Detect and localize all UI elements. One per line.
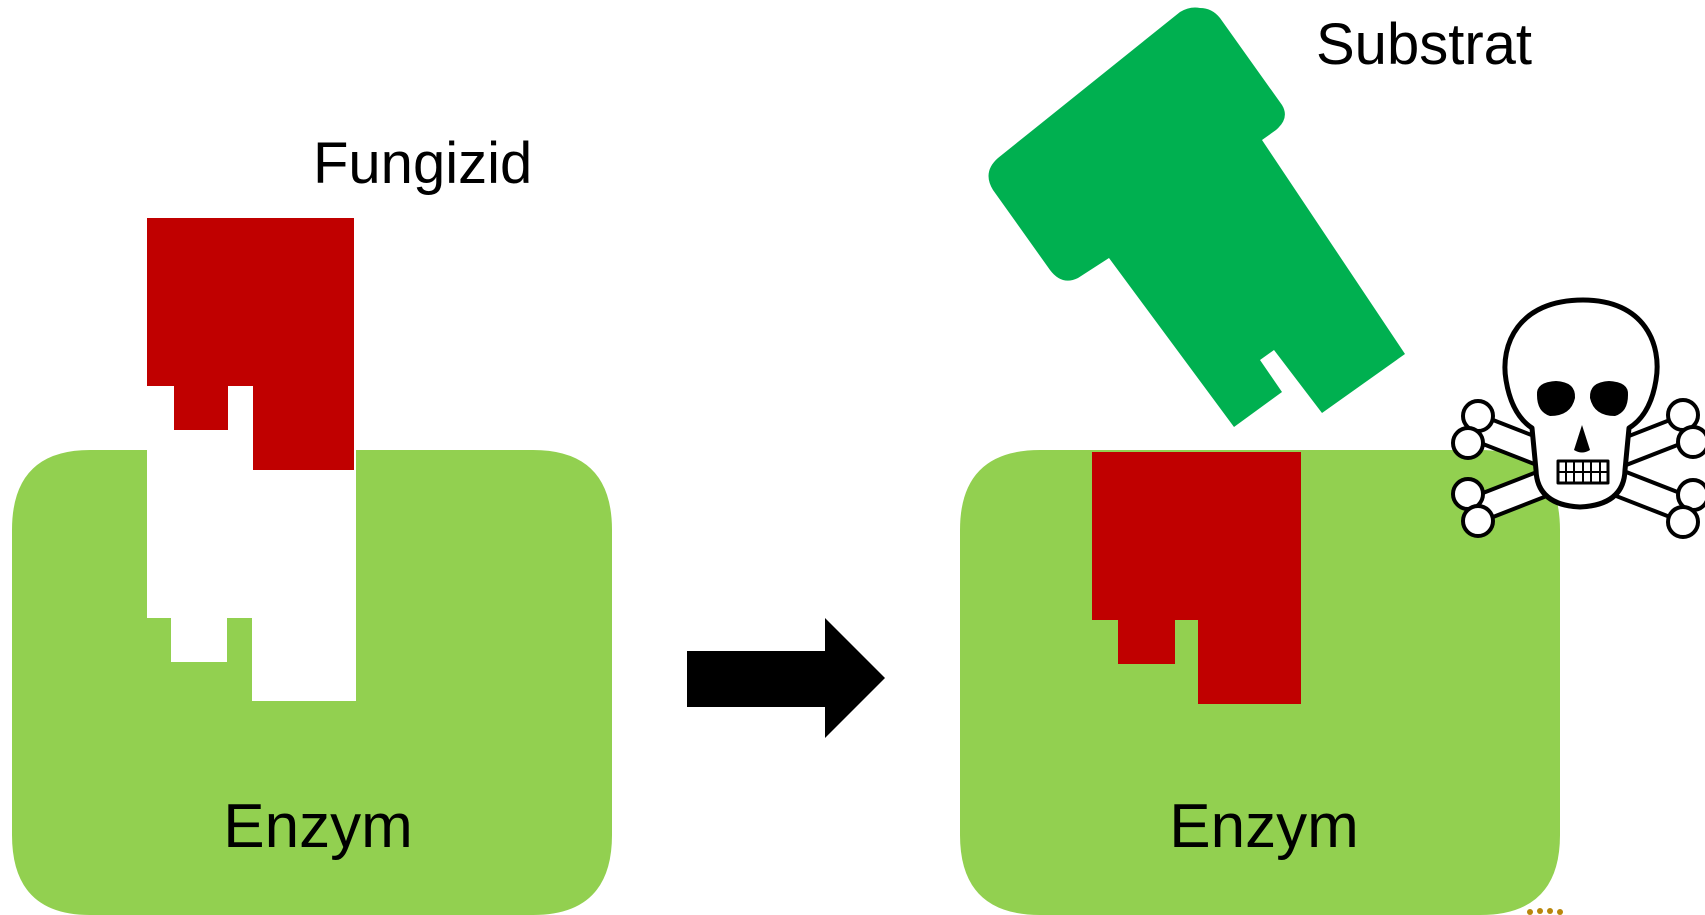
- enzyme-left: [12, 450, 612, 915]
- substrate: [988, 7, 1405, 427]
- fungicide-bound: [1092, 452, 1301, 704]
- enzyme-label-left: Enzym: [223, 792, 412, 861]
- left-panel: Fungizid Enzym: [12, 131, 612, 915]
- skull-nose: [1574, 425, 1590, 453]
- right-panel: Substrat Enzym: [960, 7, 1560, 915]
- skull: [1502, 297, 1660, 510]
- right-arrow-icon: [687, 618, 885, 738]
- fungicide-left: [147, 218, 354, 470]
- skull-eye-left: [1536, 381, 1576, 416]
- fungicide-label: Fungizid: [313, 131, 532, 196]
- decorative-mark: [1527, 908, 1563, 915]
- skull-eye-right: [1589, 381, 1629, 416]
- substrate-label: Substrat: [1316, 12, 1532, 77]
- skull-crossbones-icon: [1451, 297, 1705, 539]
- enzyme-label-right: Enzym: [1169, 792, 1358, 861]
